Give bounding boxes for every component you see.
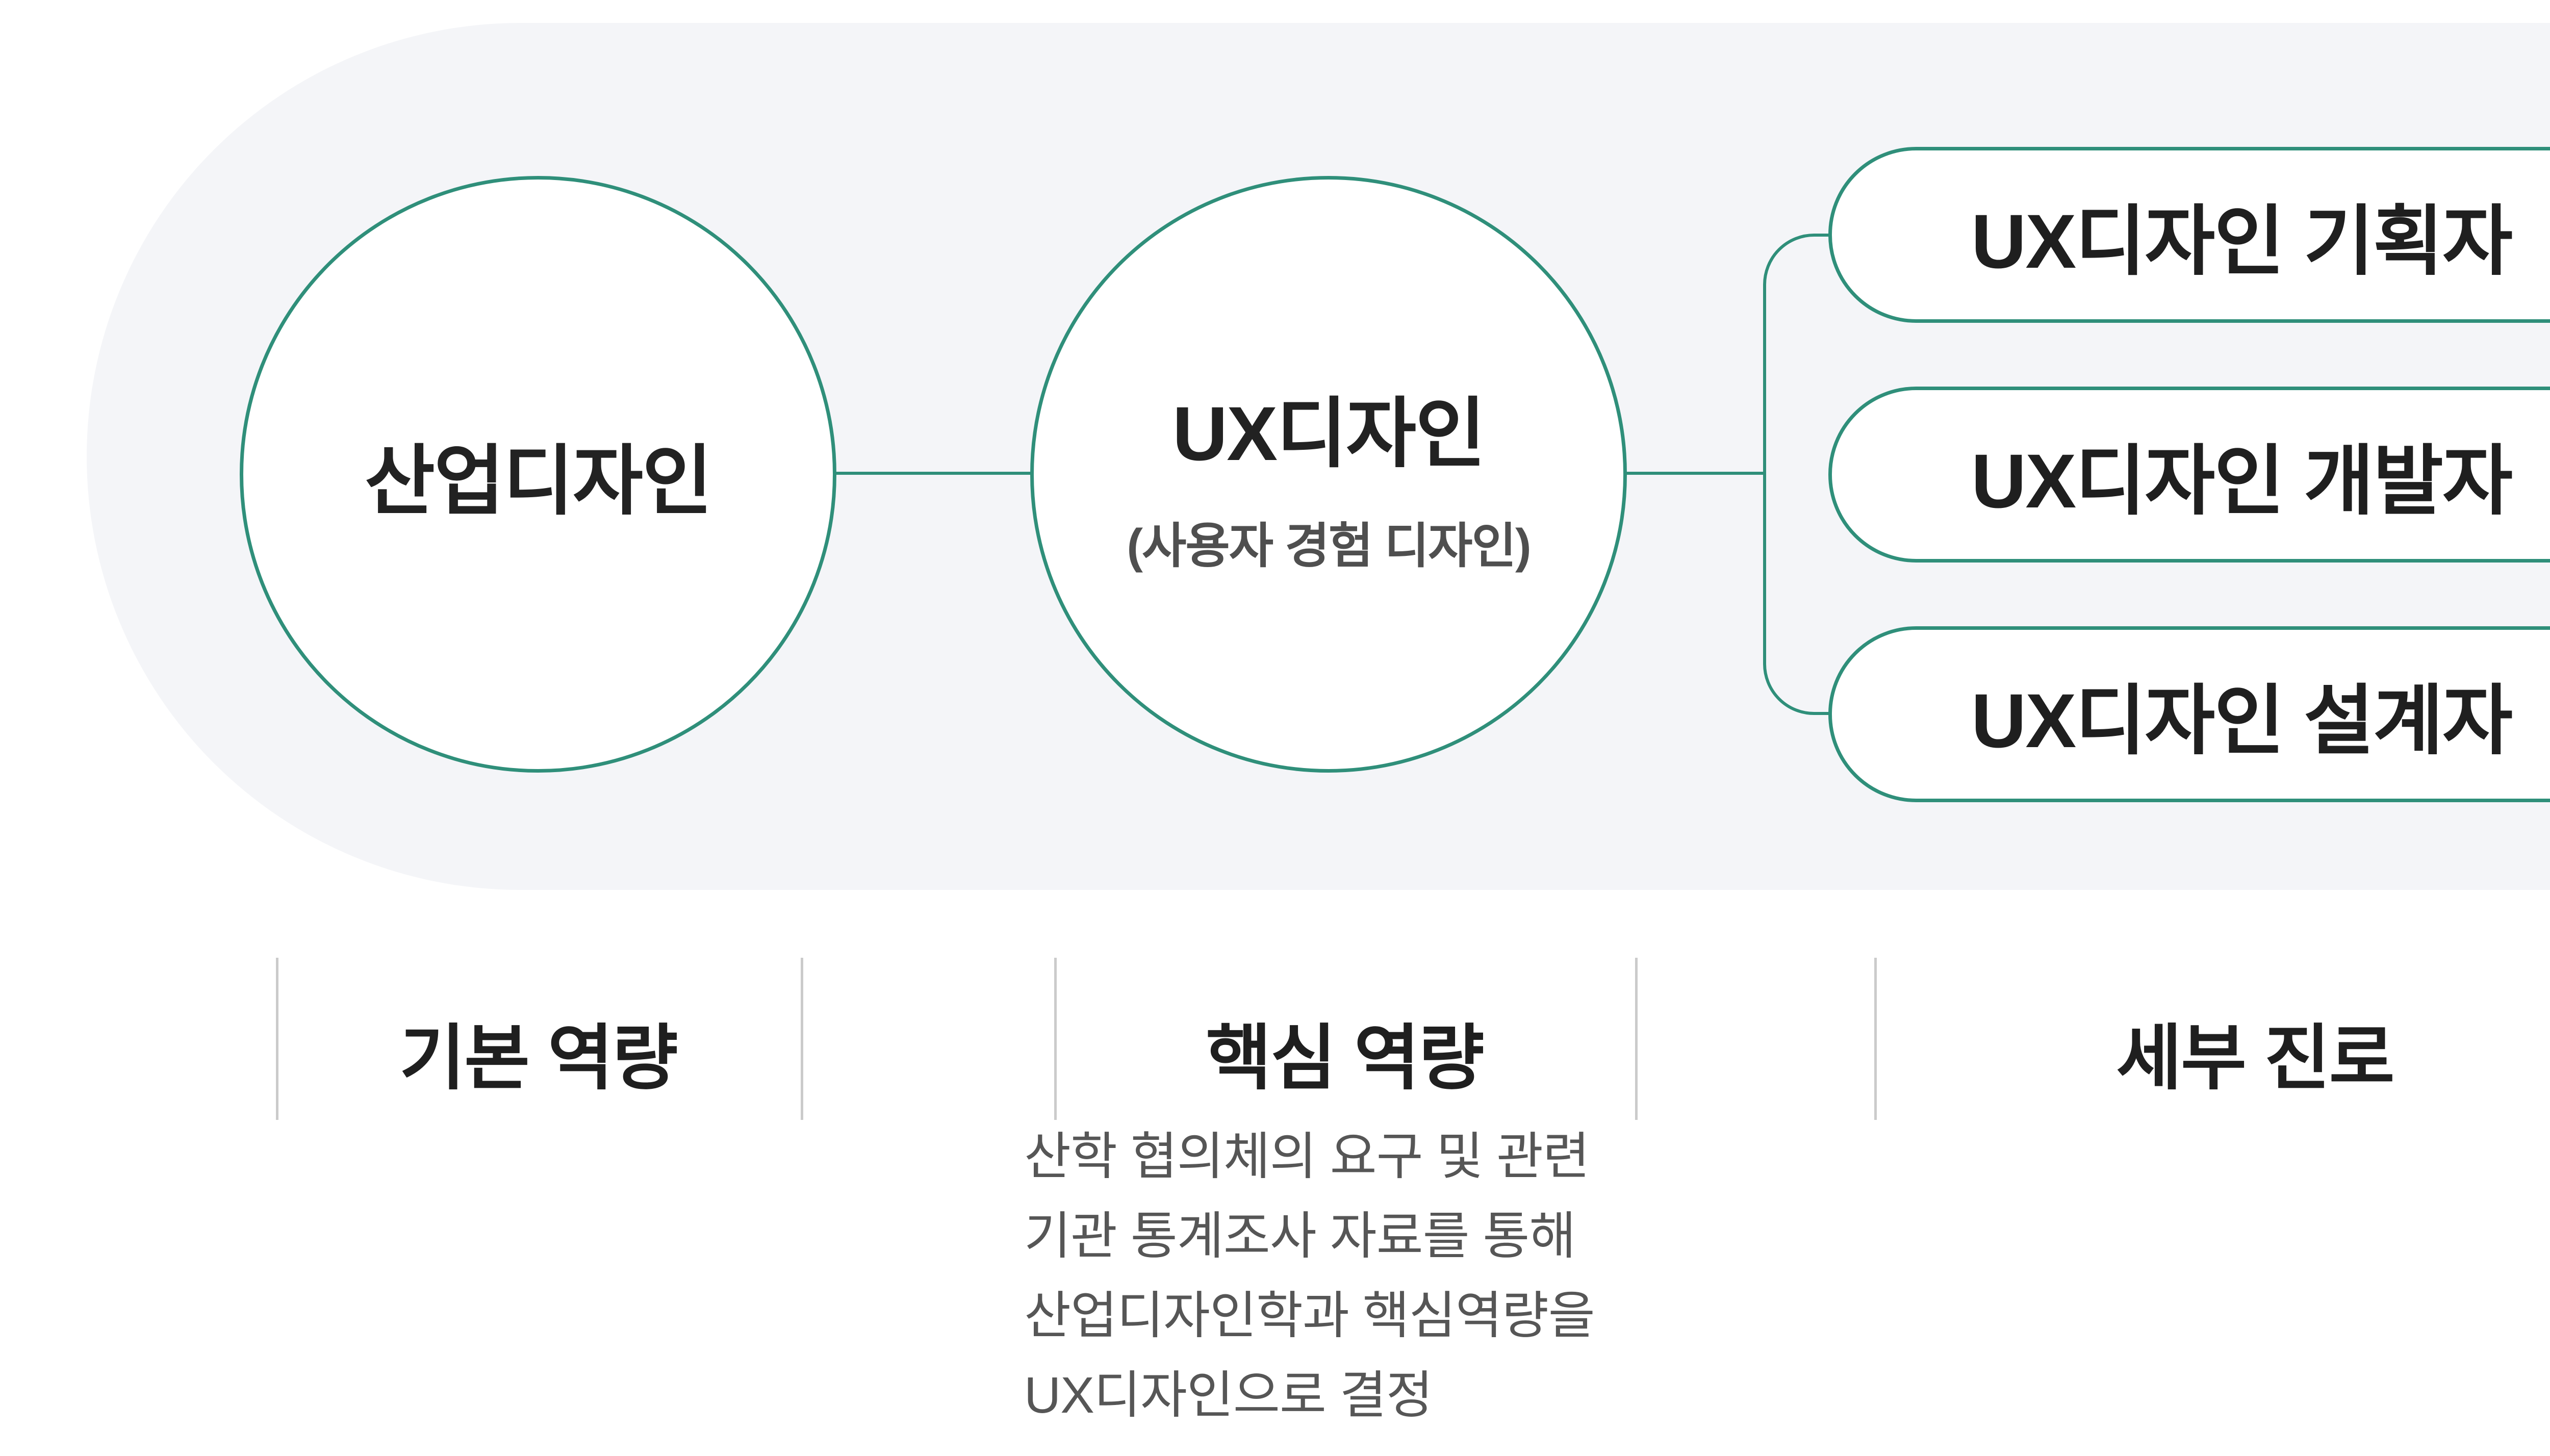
column-divider bbox=[801, 958, 803, 1120]
career-node-architect-label: UX디자인 설계자 bbox=[1971, 678, 2513, 763]
career-node-developer: UX디자인 개발자 bbox=[1828, 387, 2550, 563]
column-divider bbox=[276, 958, 278, 1120]
core-competency-node: UX디자인 (사용자 경험 디자인) bbox=[1030, 176, 1627, 773]
description-line: 기관 통계조사 자료를 통해 bbox=[1024, 1208, 1576, 1265]
connector-basic-to-core bbox=[833, 472, 1033, 475]
description-line: 산학 협의체의 요구 및 관련 bbox=[1024, 1128, 1590, 1185]
career-node-planner-label: UX디자인 기획자 bbox=[1971, 198, 2513, 284]
core-competency-description: 산학 협의체의 요구 및 관련 기관 통계조사 자료를 통해 산업디자인학과 핵… bbox=[1024, 1117, 1595, 1435]
description-line: UX디자인으로 결정 bbox=[1024, 1367, 1433, 1424]
basic-competency-node: 산업디자인 bbox=[240, 176, 836, 773]
column-label-detailed-careers: 세부 진로 bbox=[2116, 1018, 2394, 1098]
column-divider bbox=[1635, 958, 1638, 1120]
career-node-architect: UX디자인 설계자 bbox=[1828, 626, 2550, 802]
column-label-core-competency: 핵심 역량 bbox=[1206, 1018, 1484, 1098]
connector-core-to-careers bbox=[1624, 472, 1765, 475]
column-divider bbox=[1874, 958, 1877, 1120]
career-node-developer-label: UX디자인 개발자 bbox=[1971, 438, 2513, 524]
core-competency-label: UX디자인 bbox=[1172, 391, 1486, 476]
description-line: 산업디자인학과 핵심역량을 bbox=[1024, 1287, 1595, 1344]
core-competency-sublabel: (사용자 경험 디자인) bbox=[1127, 519, 1531, 573]
column-divider bbox=[1054, 958, 1057, 1120]
career-node-planner: UX디자인 기획자 bbox=[1828, 147, 2550, 323]
column-label-basic-competency: 기본 역량 bbox=[399, 1018, 678, 1098]
basic-competency-label: 산업디자인 bbox=[364, 438, 712, 524]
